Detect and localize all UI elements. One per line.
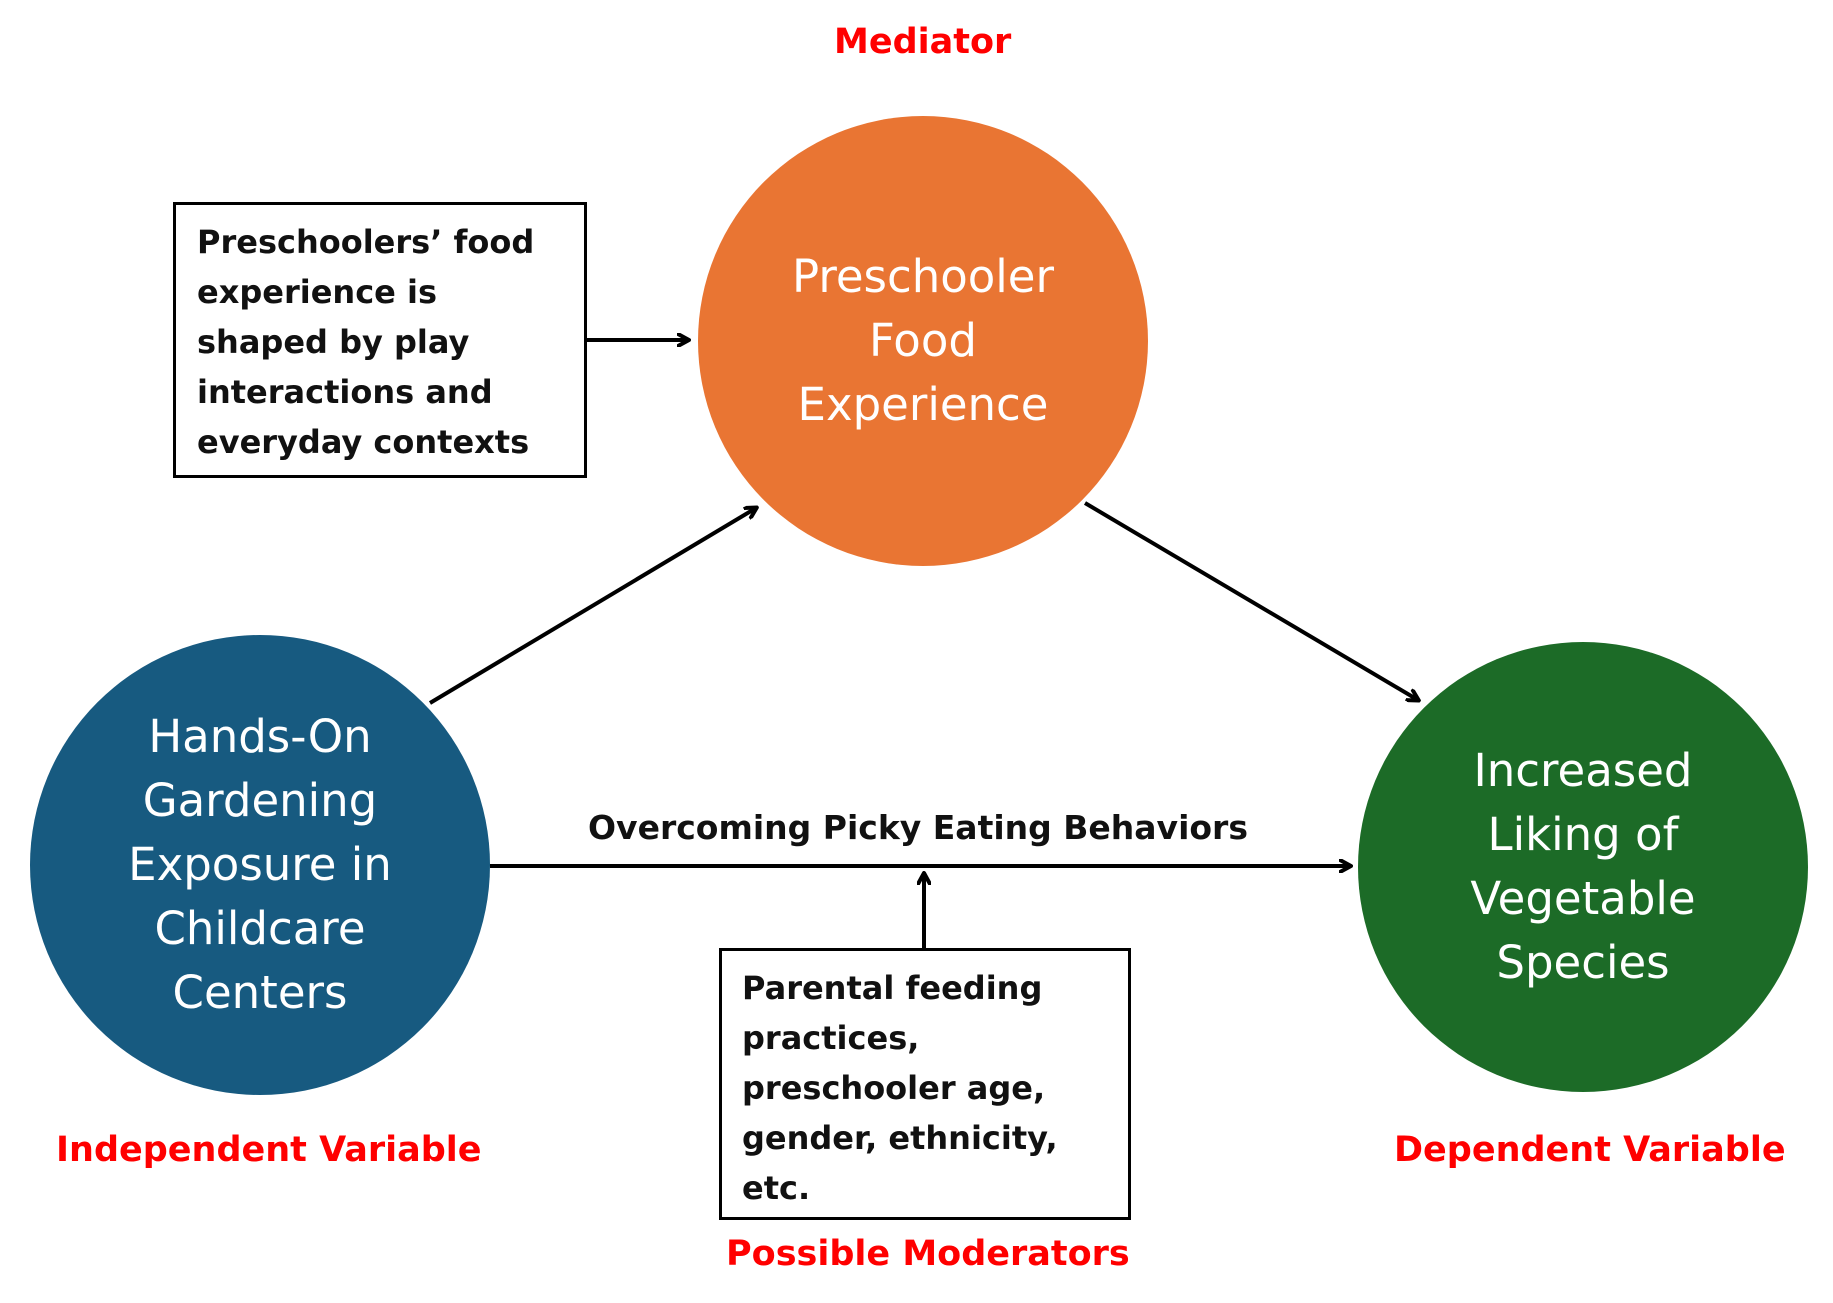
independent-node-text: Hands-On Gardening Exposure in Childcare…: [128, 710, 392, 1019]
direct-path-label: Overcoming Picky Eating Behaviors: [588, 808, 1248, 847]
mediator-node: Preschooler Food Experience: [698, 116, 1148, 566]
independent-role-label: Independent Variable: [56, 1130, 482, 1170]
mediator-role-label: Mediator: [834, 22, 1012, 62]
independent-node: Hands-On Gardening Exposure in Childcare…: [30, 635, 490, 1095]
mediator-note-box: Preschoolers’ food experience is shaped …: [173, 202, 587, 478]
arrow-mediator-to-dependent: [1083, 501, 1418, 700]
dependent-node-text: Increased Liking of Vegetable Species: [1470, 744, 1696, 989]
mediator-note-text: Preschoolers’ food experience is shaped …: [197, 223, 535, 461]
arrow-independent-to-mediator: [428, 508, 756, 705]
dependent-node: Increased Liking of Vegetable Species: [1358, 642, 1808, 1092]
moderator-note-box: Parental feeding practices, preschooler …: [719, 948, 1131, 1220]
moderators-role-label: Possible Moderators: [726, 1234, 1130, 1274]
moderator-note-text: Parental feeding practices, preschooler …: [742, 969, 1058, 1207]
mediator-node-text: Preschooler Food Experience: [791, 250, 1054, 431]
dependent-role-label: Dependent Variable: [1394, 1130, 1786, 1170]
